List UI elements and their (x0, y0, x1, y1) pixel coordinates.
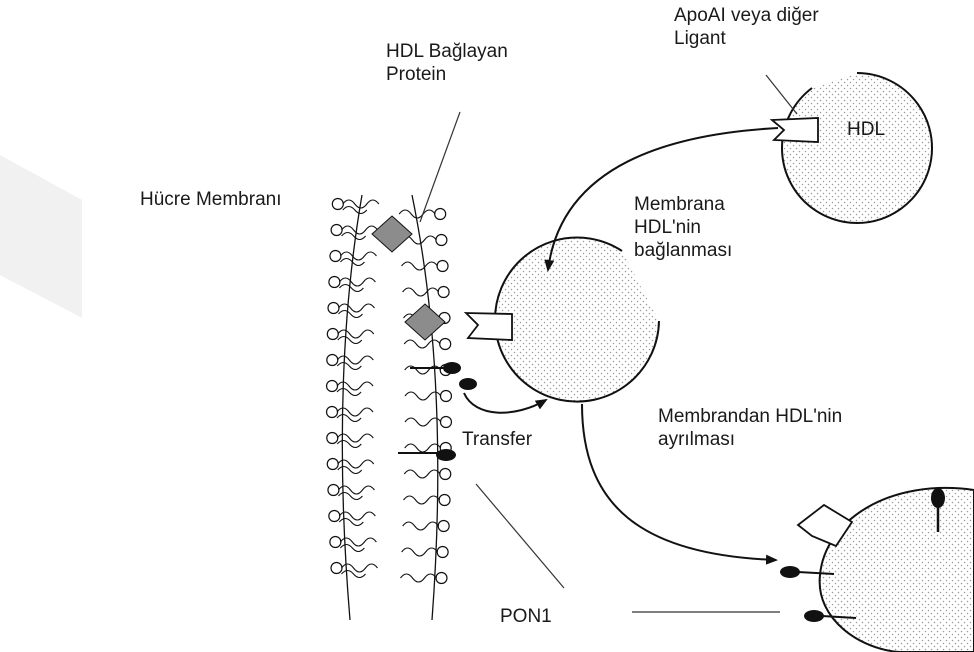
membrane-binding-label-line3: bağlanması (634, 239, 732, 262)
lipid-head (436, 235, 447, 246)
lipid-tail (399, 210, 435, 218)
ligand-label: ApoAI veya diğer Ligant (674, 4, 819, 50)
lipid-tail (404, 496, 440, 504)
lipid-tail (402, 262, 438, 270)
lipid-tail (403, 522, 439, 530)
detachment-label-line1: Membrandan HDL'nin (658, 405, 842, 428)
lipid-head (328, 485, 339, 496)
lipid-tail (404, 470, 440, 478)
lipid-head (332, 199, 343, 210)
ligand-notch-free (772, 118, 818, 142)
lipid-head (331, 563, 342, 574)
transfer-label: Transfer (462, 428, 532, 451)
lipid-head (440, 391, 451, 402)
detachment-label: Membrandan HDL'nin ayrılması (658, 405, 842, 451)
hdl-particle-free (782, 73, 932, 223)
membrane-boundary-inner (412, 195, 438, 620)
pon1-label: PON1 (500, 605, 552, 628)
lipid-head (327, 459, 338, 470)
lipid-head (329, 277, 340, 288)
lipid-head (436, 573, 447, 584)
hdl-particle-detached (820, 488, 974, 652)
lipid-head (329, 511, 340, 522)
lipid-head (327, 407, 338, 418)
hdl-binding-protein-upper (372, 216, 412, 252)
lipid-tail (403, 288, 439, 296)
lipid-head (438, 521, 449, 532)
hdl-particle-bound (495, 238, 659, 402)
lipid-head (440, 339, 451, 350)
lipid-head (330, 251, 341, 262)
lipid-head (440, 417, 451, 428)
hdl-binding-protein-label: HDL Bağlayan Protein (386, 40, 508, 86)
watermark-shape (0, 155, 82, 318)
lipid-tail (404, 340, 440, 348)
arrow-transfer (464, 393, 546, 413)
lipid-tail (402, 548, 438, 556)
pon1-in-membrane-3 (398, 449, 456, 461)
lipid-head (331, 225, 342, 236)
lipid-head (438, 287, 449, 298)
pon1-in-membrane-2 (459, 378, 477, 390)
detachment-label-line2: ayrılması (658, 428, 842, 451)
pon1-in-membrane-1 (410, 362, 461, 374)
ligand-pointer-line (766, 75, 797, 114)
lipid-head (440, 469, 451, 480)
membrane-right-lipids (399, 209, 451, 584)
lipid-head (327, 381, 338, 392)
lipid-tail (405, 418, 441, 426)
hdl-binding-protein-label-line2: Protein (386, 63, 508, 86)
ligand-label-line2: Ligant (674, 27, 819, 50)
cell-membrane (327, 195, 452, 620)
lipid-head (437, 261, 448, 272)
cell-membrane-label: Hücre Membranı (140, 188, 282, 211)
hdl-label: HDL (847, 118, 885, 141)
membrane-binding-label-line1: Membrana (634, 193, 732, 216)
ligand-notch-bound (466, 313, 512, 340)
lipid-head (437, 547, 448, 558)
membrane-binding-label: Membrana HDL'nin bağlanması (634, 193, 732, 262)
hdl-binding-protein-label-line1: HDL Bağlayan (386, 40, 508, 63)
lipid-head (327, 355, 338, 366)
lipid-head (327, 329, 338, 340)
protein-pointer-line (420, 112, 460, 222)
lipid-head (439, 495, 450, 506)
lipid-tail (405, 444, 441, 452)
pon1-pointer-line-membrane (476, 484, 564, 588)
lipid-head (328, 303, 339, 314)
membrane-binding-label-line2: HDL'nin (634, 216, 732, 239)
ligand-label-line1: ApoAI veya diğer (674, 4, 819, 27)
lipid-head (327, 433, 338, 444)
lipid-head (435, 209, 446, 220)
lipid-tail (400, 574, 436, 582)
lipid-head (330, 537, 341, 548)
hdl-binding-protein-lower (405, 304, 445, 340)
